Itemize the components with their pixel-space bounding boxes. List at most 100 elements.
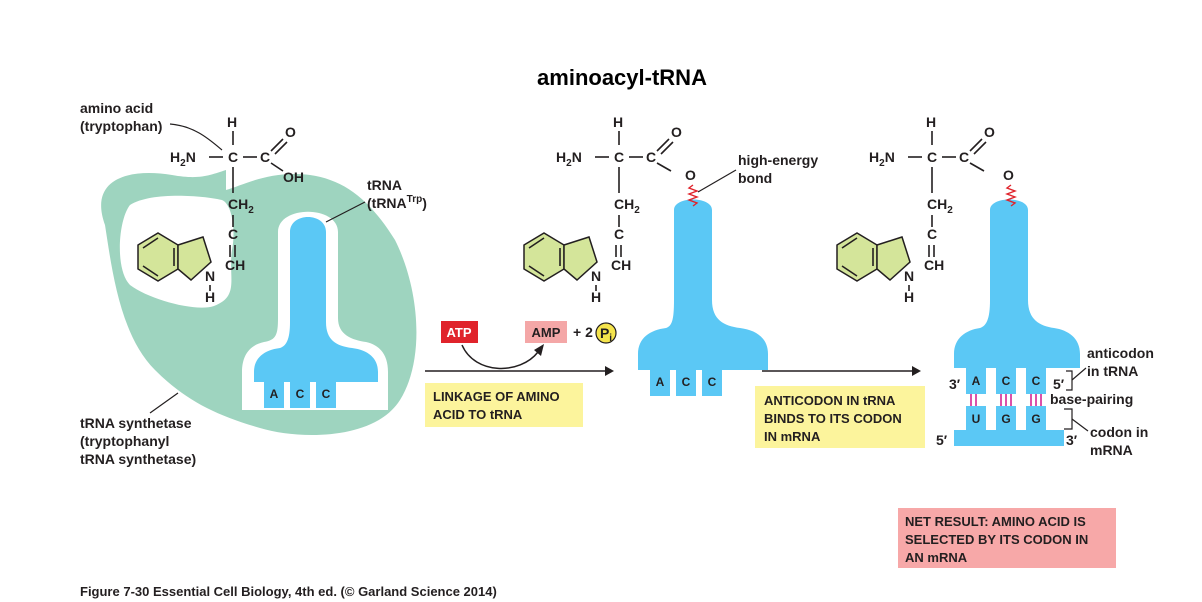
plus-two-label: + 2 xyxy=(573,324,593,340)
atom-h2n: H2N xyxy=(170,149,196,169)
svg-text:O: O xyxy=(984,124,995,140)
mrna-strand: U G G xyxy=(954,406,1064,446)
trna-1: A C C xyxy=(254,217,378,408)
atom-ch2: CH2 xyxy=(228,196,254,216)
net-result-line: SELECTED BY ITS CODON IN xyxy=(905,532,1088,547)
svg-text:H: H xyxy=(926,114,936,130)
svg-text:C: C xyxy=(959,149,969,165)
tryptophan-molecule-3: H H2N C C O O CH2 C N CH H xyxy=(836,114,1017,305)
anticodon-base: C xyxy=(708,375,717,389)
svg-text:tRNA synthetase: tRNA synthetase xyxy=(80,415,192,431)
svg-text:O: O xyxy=(671,124,682,140)
step2-box xyxy=(755,386,925,448)
base-pair-lines xyxy=(970,394,1042,406)
tryptophan-molecule-1: H H2N C C O OH CH2 C N CH H xyxy=(137,114,304,305)
net-result-line: NET RESULT: AMINO ACID IS xyxy=(905,514,1086,529)
codon-base: G xyxy=(1001,412,1010,426)
three-prime-label: 3′ xyxy=(1066,432,1078,448)
atom-n: N xyxy=(205,268,215,284)
anticodon-base: C xyxy=(1032,374,1041,388)
anticodon-base: C xyxy=(296,387,305,401)
svg-text:N: N xyxy=(591,268,601,284)
three-prime-label: 3′ xyxy=(949,376,961,392)
svg-text:Pi: Pi xyxy=(600,325,612,344)
svg-text:H2N: H2N xyxy=(556,149,582,169)
svg-text:C: C xyxy=(614,149,624,165)
svg-text:codon in: codon in xyxy=(1090,424,1148,440)
atom-ch: CH xyxy=(225,257,245,273)
svg-text:CH2: CH2 xyxy=(614,196,640,216)
codon-base: U xyxy=(972,412,981,426)
label-codon-in-mrna: codon in mRNA xyxy=(1064,408,1148,458)
reaction-arrow-2: ANTICODON IN tRNA BINDS TO ITS CODON IN … xyxy=(755,366,925,448)
step1-line: LINKAGE OF AMINO xyxy=(433,389,560,404)
svg-text:H: H xyxy=(904,289,914,305)
svg-text:C: C xyxy=(614,226,624,242)
amp-badge xyxy=(525,321,567,343)
reaction-arrow-1: ATP AMP + 2 Pi LINKAGE OF AMINO ACID TO … xyxy=(425,321,617,427)
anticodon-base: C xyxy=(682,375,691,389)
label-high-energy-bond: high-energy bond xyxy=(697,152,818,193)
atom-o: O xyxy=(285,124,296,140)
svg-text:O: O xyxy=(1003,167,1014,183)
trna-2: A C C xyxy=(638,199,768,396)
svg-text:CH: CH xyxy=(924,257,944,273)
step1-line: ACID TO tRNA xyxy=(433,407,523,422)
svg-text:bond: bond xyxy=(738,170,772,186)
svg-text:tRNA synthetase): tRNA synthetase) xyxy=(80,451,196,467)
five-prime-label: 5′ xyxy=(1053,376,1065,392)
amp-label: AMP xyxy=(532,325,561,340)
step2-line: IN mRNA xyxy=(764,429,821,444)
label-amino-acid: amino acid (tryptophan) xyxy=(80,100,223,151)
svg-text:H: H xyxy=(613,114,623,130)
svg-text:C: C xyxy=(927,149,937,165)
atp-badge xyxy=(441,321,478,343)
atom-h: H xyxy=(205,289,215,305)
svg-text:N: N xyxy=(904,268,914,284)
atom-h: H xyxy=(227,114,237,130)
svg-text:(tryptophanyl: (tryptophanyl xyxy=(80,433,169,449)
atom-c: C xyxy=(228,226,238,242)
phosphate-icon xyxy=(595,322,617,344)
label-trna-synthetase: tRNA synthetase (tryptophanyl tRNA synth… xyxy=(80,392,196,467)
svg-text:anticodon: anticodon xyxy=(1087,345,1154,361)
anticodon-base: A xyxy=(656,375,665,389)
svg-text:amino acid: amino acid xyxy=(80,100,153,116)
svg-text:(tryptophan): (tryptophan) xyxy=(80,118,162,134)
svg-text:C: C xyxy=(646,149,656,165)
codon-base: G xyxy=(1031,412,1040,426)
svg-text:CH2: CH2 xyxy=(927,196,953,216)
net-result-line: AN mRNA xyxy=(905,550,968,565)
svg-text:H2N: H2N xyxy=(869,149,895,169)
step1-box xyxy=(425,383,583,427)
svg-text:H: H xyxy=(591,289,601,305)
anticodon-base: C xyxy=(322,387,331,401)
figure-credit: Figure 7-30 Essential Cell Biology, 4th … xyxy=(80,584,497,599)
atom-oh: OH xyxy=(283,169,304,185)
figure-title: aminoacyl-tRNA xyxy=(537,65,707,90)
five-prime-label: 5′ xyxy=(936,432,948,448)
anticodon-base: A xyxy=(972,374,981,388)
tryptophan-molecule-2: H H2N C C O O CH2 C N CH H xyxy=(523,114,699,305)
label-base-pairing: base-pairing xyxy=(1050,391,1133,407)
svg-text:in tRNA: in tRNA xyxy=(1087,363,1138,379)
label-anticodon-in-trna: anticodon in tRNA xyxy=(1066,345,1154,391)
atom-c-carboxyl: C xyxy=(260,149,270,165)
svg-text:(tRNATrp): (tRNATrp) xyxy=(367,194,427,211)
step2-line: ANTICODON IN tRNA xyxy=(764,393,896,408)
svg-text:C: C xyxy=(927,226,937,242)
anticodon-base: C xyxy=(1002,374,1011,388)
svg-text:tRNA: tRNA xyxy=(367,177,402,193)
anticodon-base: A xyxy=(270,387,279,401)
svg-text:mRNA: mRNA xyxy=(1090,442,1133,458)
atom-c-alpha: C xyxy=(228,149,238,165)
trna-3: A C C xyxy=(954,199,1080,394)
svg-text:high-energy: high-energy xyxy=(738,152,818,168)
step2-line: BINDS TO ITS CODON xyxy=(764,411,902,426)
svg-text:O: O xyxy=(685,167,696,183)
atp-label: ATP xyxy=(446,325,471,340)
label-trna: tRNA (tRNATrp) xyxy=(325,177,427,223)
net-result-box: NET RESULT: AMINO ACID IS SELECTED BY IT… xyxy=(898,508,1116,568)
svg-text:CH: CH xyxy=(611,257,631,273)
